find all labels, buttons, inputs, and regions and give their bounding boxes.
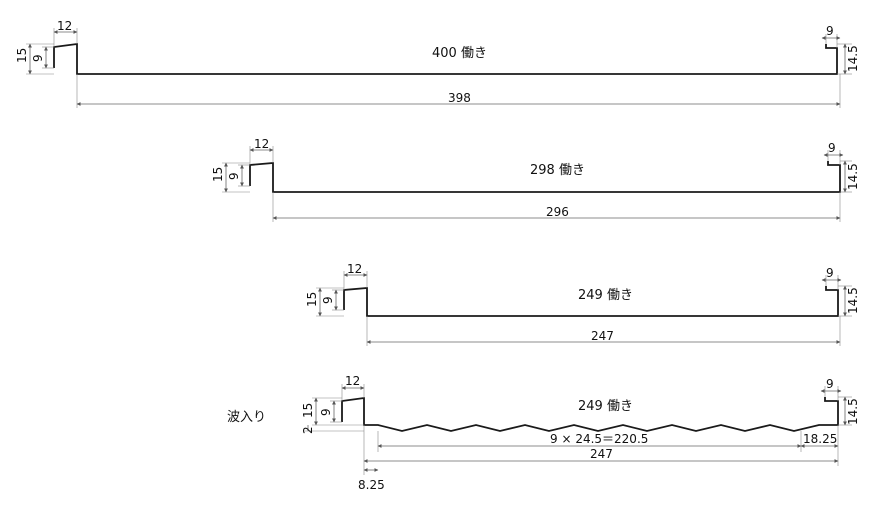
profile-298: 12 9 15 9 14.5 298 働き 296 — [211, 137, 860, 222]
profile-249: 12 9 15 9 14.5 249 働き 247 — [305, 262, 860, 346]
profile-298-hook-inner: 9 — [227, 172, 241, 180]
profile-249-wave-work-label: 249 働き — [578, 399, 633, 414]
profile-249-wave-outline — [341, 396, 839, 432]
profile-298-outline — [249, 161, 841, 193]
profile-249-wave-hook-inner: 9 — [319, 408, 333, 416]
profile-249-hook-width: 12 — [347, 262, 362, 276]
profile-400-right-height: 14.5 — [846, 45, 860, 72]
profile-298-hook-outer: 15 — [211, 167, 225, 182]
profile-249-wave-pitch: 9 × 24.5＝220.5 — [550, 432, 648, 446]
profile-249-outline — [343, 286, 839, 317]
profile-249-hook-inner: 9 — [321, 296, 335, 304]
profile-249-hook-outer: 15 — [305, 292, 319, 307]
profile-400-hook-width: 12 — [57, 19, 72, 33]
profile-249-right-height: 14.5 — [846, 287, 860, 314]
profile-249-wave-right-width: 9 — [826, 377, 834, 391]
profile-298-right-height: 14.5 — [846, 163, 860, 190]
profile-400: 12 9 15 9 14.5 400 働き 398 — [15, 19, 860, 108]
profile-249-right-width: 9 — [826, 266, 834, 280]
profile-249-wave-right-height: 14.5 — [846, 398, 860, 425]
profile-249-wave-hook-outer: 15 — [301, 403, 315, 418]
profile-298-hook-width: 12 — [254, 137, 269, 151]
profile-249-wave-end-left: 8.25 — [358, 478, 385, 492]
profile-400-hook-outer: 15 — [15, 48, 29, 63]
profile-298-work-label: 298 働き — [530, 163, 585, 178]
profile-400-hook-inner: 9 — [31, 54, 45, 62]
profile-400-width-dim: 398 — [448, 91, 471, 105]
profile-400-outline — [53, 42, 838, 75]
profile-249-work-label: 249 働き — [578, 288, 633, 303]
profile-400-work-label: 400 働き — [432, 46, 487, 61]
variant-label: 波入り — [227, 410, 266, 425]
profile-249-wave: 波入り 12 9 15 2 9 14.5 249 働き — [227, 374, 860, 492]
profile-249-width-dim: 247 — [591, 329, 614, 343]
profile-249-wave-depth: 2 — [301, 426, 315, 434]
profile-298-width-dim: 296 — [546, 205, 569, 219]
profile-400-right-width: 9 — [826, 24, 834, 38]
profile-298-right-width: 9 — [828, 141, 836, 155]
profile-249-wave-end-right: 18.25 — [803, 432, 837, 446]
profile-249-wave-hook-width: 12 — [345, 374, 360, 388]
profile-249-wave-width-dim: 247 — [590, 447, 613, 461]
